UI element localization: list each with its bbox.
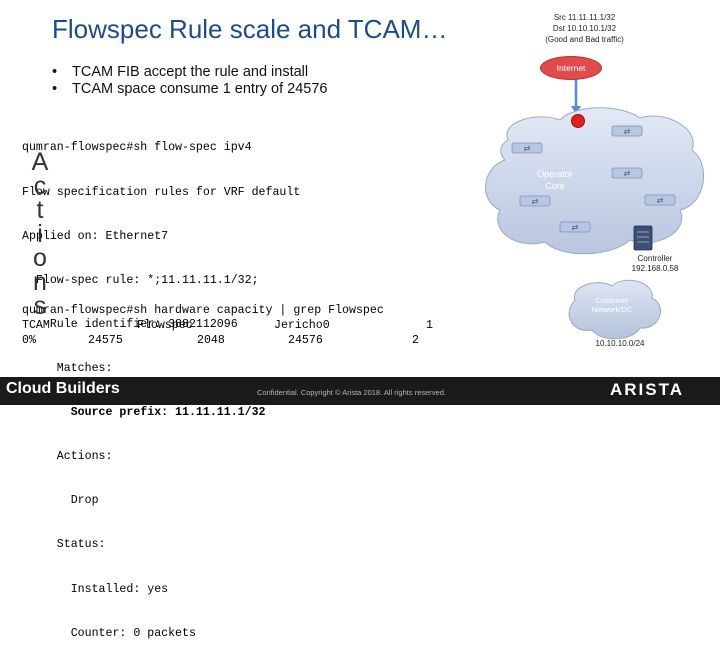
svg-text:⇄: ⇄ (624, 127, 631, 136)
customer-network-cloud (568, 279, 662, 340)
footer-bar (0, 377, 720, 405)
overlay-letter: A (31, 148, 49, 176)
svg-text:⇄: ⇄ (572, 223, 579, 232)
cli-line: Flow-spec rule: *;11.11.11.1/32; (22, 273, 259, 287)
hw-cell: 24575 (88, 334, 123, 347)
cli-line: qumran-flowspec#sh flow-spec ipv4 (22, 141, 252, 155)
router-icon: ⇄ (559, 221, 591, 233)
vertical-actions-label: A c t i o n s (30, 148, 50, 320)
customer-prefix: 10.10.10.0/24 (595, 339, 645, 348)
drop-block-icon (571, 114, 585, 128)
overlay-letter: i (37, 220, 43, 248)
traffic-arrow (571, 78, 581, 114)
bullet-item: TCAM FIB accept the rule and install (52, 64, 328, 81)
network-diagram: ⇄ ⇄ ⇄ ⇄ ⇄ ⇄ (484, 78, 705, 340)
hw-cell: 1 (426, 319, 433, 332)
slide-title: Flowspec Rule scale and TCAM… (52, 14, 448, 44)
operator-core-label: Operator Core (537, 169, 573, 191)
overlay-letter: s (33, 292, 47, 320)
svg-text:⇄: ⇄ (532, 197, 539, 206)
cli-line: Drop (22, 494, 99, 508)
traffic-src: Src 11.11.11.1/32 (553, 13, 616, 22)
bullet-list: TCAM FIB accept the rule and install TCA… (52, 64, 328, 98)
overlay-letter: n (33, 268, 47, 296)
cli-line: Status: (22, 538, 106, 552)
svg-text:⇄: ⇄ (624, 169, 631, 178)
overlay-letter: t (36, 196, 44, 224)
cli-line: Flow specification rules for VRF default (22, 185, 301, 199)
traffic-dst: Dst 10.10.10.1/32 (552, 24, 617, 33)
overlay-letter: o (33, 244, 47, 272)
cli-line: Rule identifier: 3882112096 (22, 317, 238, 331)
hw-command: qumran-flowspec#sh hardware capacity | g… (22, 304, 384, 317)
router-icon: ⇄ (511, 142, 543, 154)
hw-cell: 2048 (197, 334, 225, 347)
cli-line: Source prefix: 11.11.11.1/32 (22, 406, 266, 420)
hw-cell: 2 (412, 334, 419, 347)
router-icon: ⇄ (644, 194, 676, 206)
confidential-notice: Confidential. Copyright © Arista 2018. A… (257, 388, 446, 397)
customer-label: Customer Network/DC (591, 296, 633, 314)
router-icon: ⇄ (611, 125, 643, 137)
hw-cell: 24576 (288, 334, 323, 347)
arista-logo: ARISTA (610, 380, 685, 399)
internet-label: Internet (556, 63, 586, 73)
cli-line: Actions: (22, 450, 113, 464)
hw-cell: 0% (22, 334, 36, 347)
router-icon: ⇄ (611, 167, 643, 179)
svg-text:⇄: ⇄ (524, 144, 531, 153)
controller-label: Controller 192.168.0.58 (631, 254, 679, 273)
brand-tagline: Cloud Builders (6, 380, 120, 397)
bullet-item: TCAM space consume 1 entry of 24576 (52, 81, 328, 98)
cli-line: Installed: yes (22, 582, 169, 596)
cli-line: Matches: (22, 361, 113, 375)
traffic-label: Src 11.11.11.1/32 Dst 10.10.10.1/32 (Goo… (532, 12, 637, 45)
internet-node: Internet (540, 56, 602, 80)
svg-text:⇄: ⇄ (657, 196, 664, 205)
router-icon: ⇄ (519, 195, 551, 207)
cli-line: Counter: 0 packets (22, 626, 196, 640)
traffic-note: (Good and Bad traffic) (545, 35, 624, 44)
router-icons: ⇄ ⇄ ⇄ ⇄ ⇄ ⇄ (511, 125, 676, 233)
controller-server-icon (633, 225, 653, 251)
hw-cell: Jericho0 (274, 319, 330, 332)
operator-core-cloud (484, 107, 705, 255)
cli-line: Applied on: Ethernet7 (22, 229, 169, 243)
hw-cell: TCAM (22, 319, 50, 332)
overlay-letter: c (33, 172, 47, 200)
hw-cell: Flowspec (137, 319, 193, 332)
